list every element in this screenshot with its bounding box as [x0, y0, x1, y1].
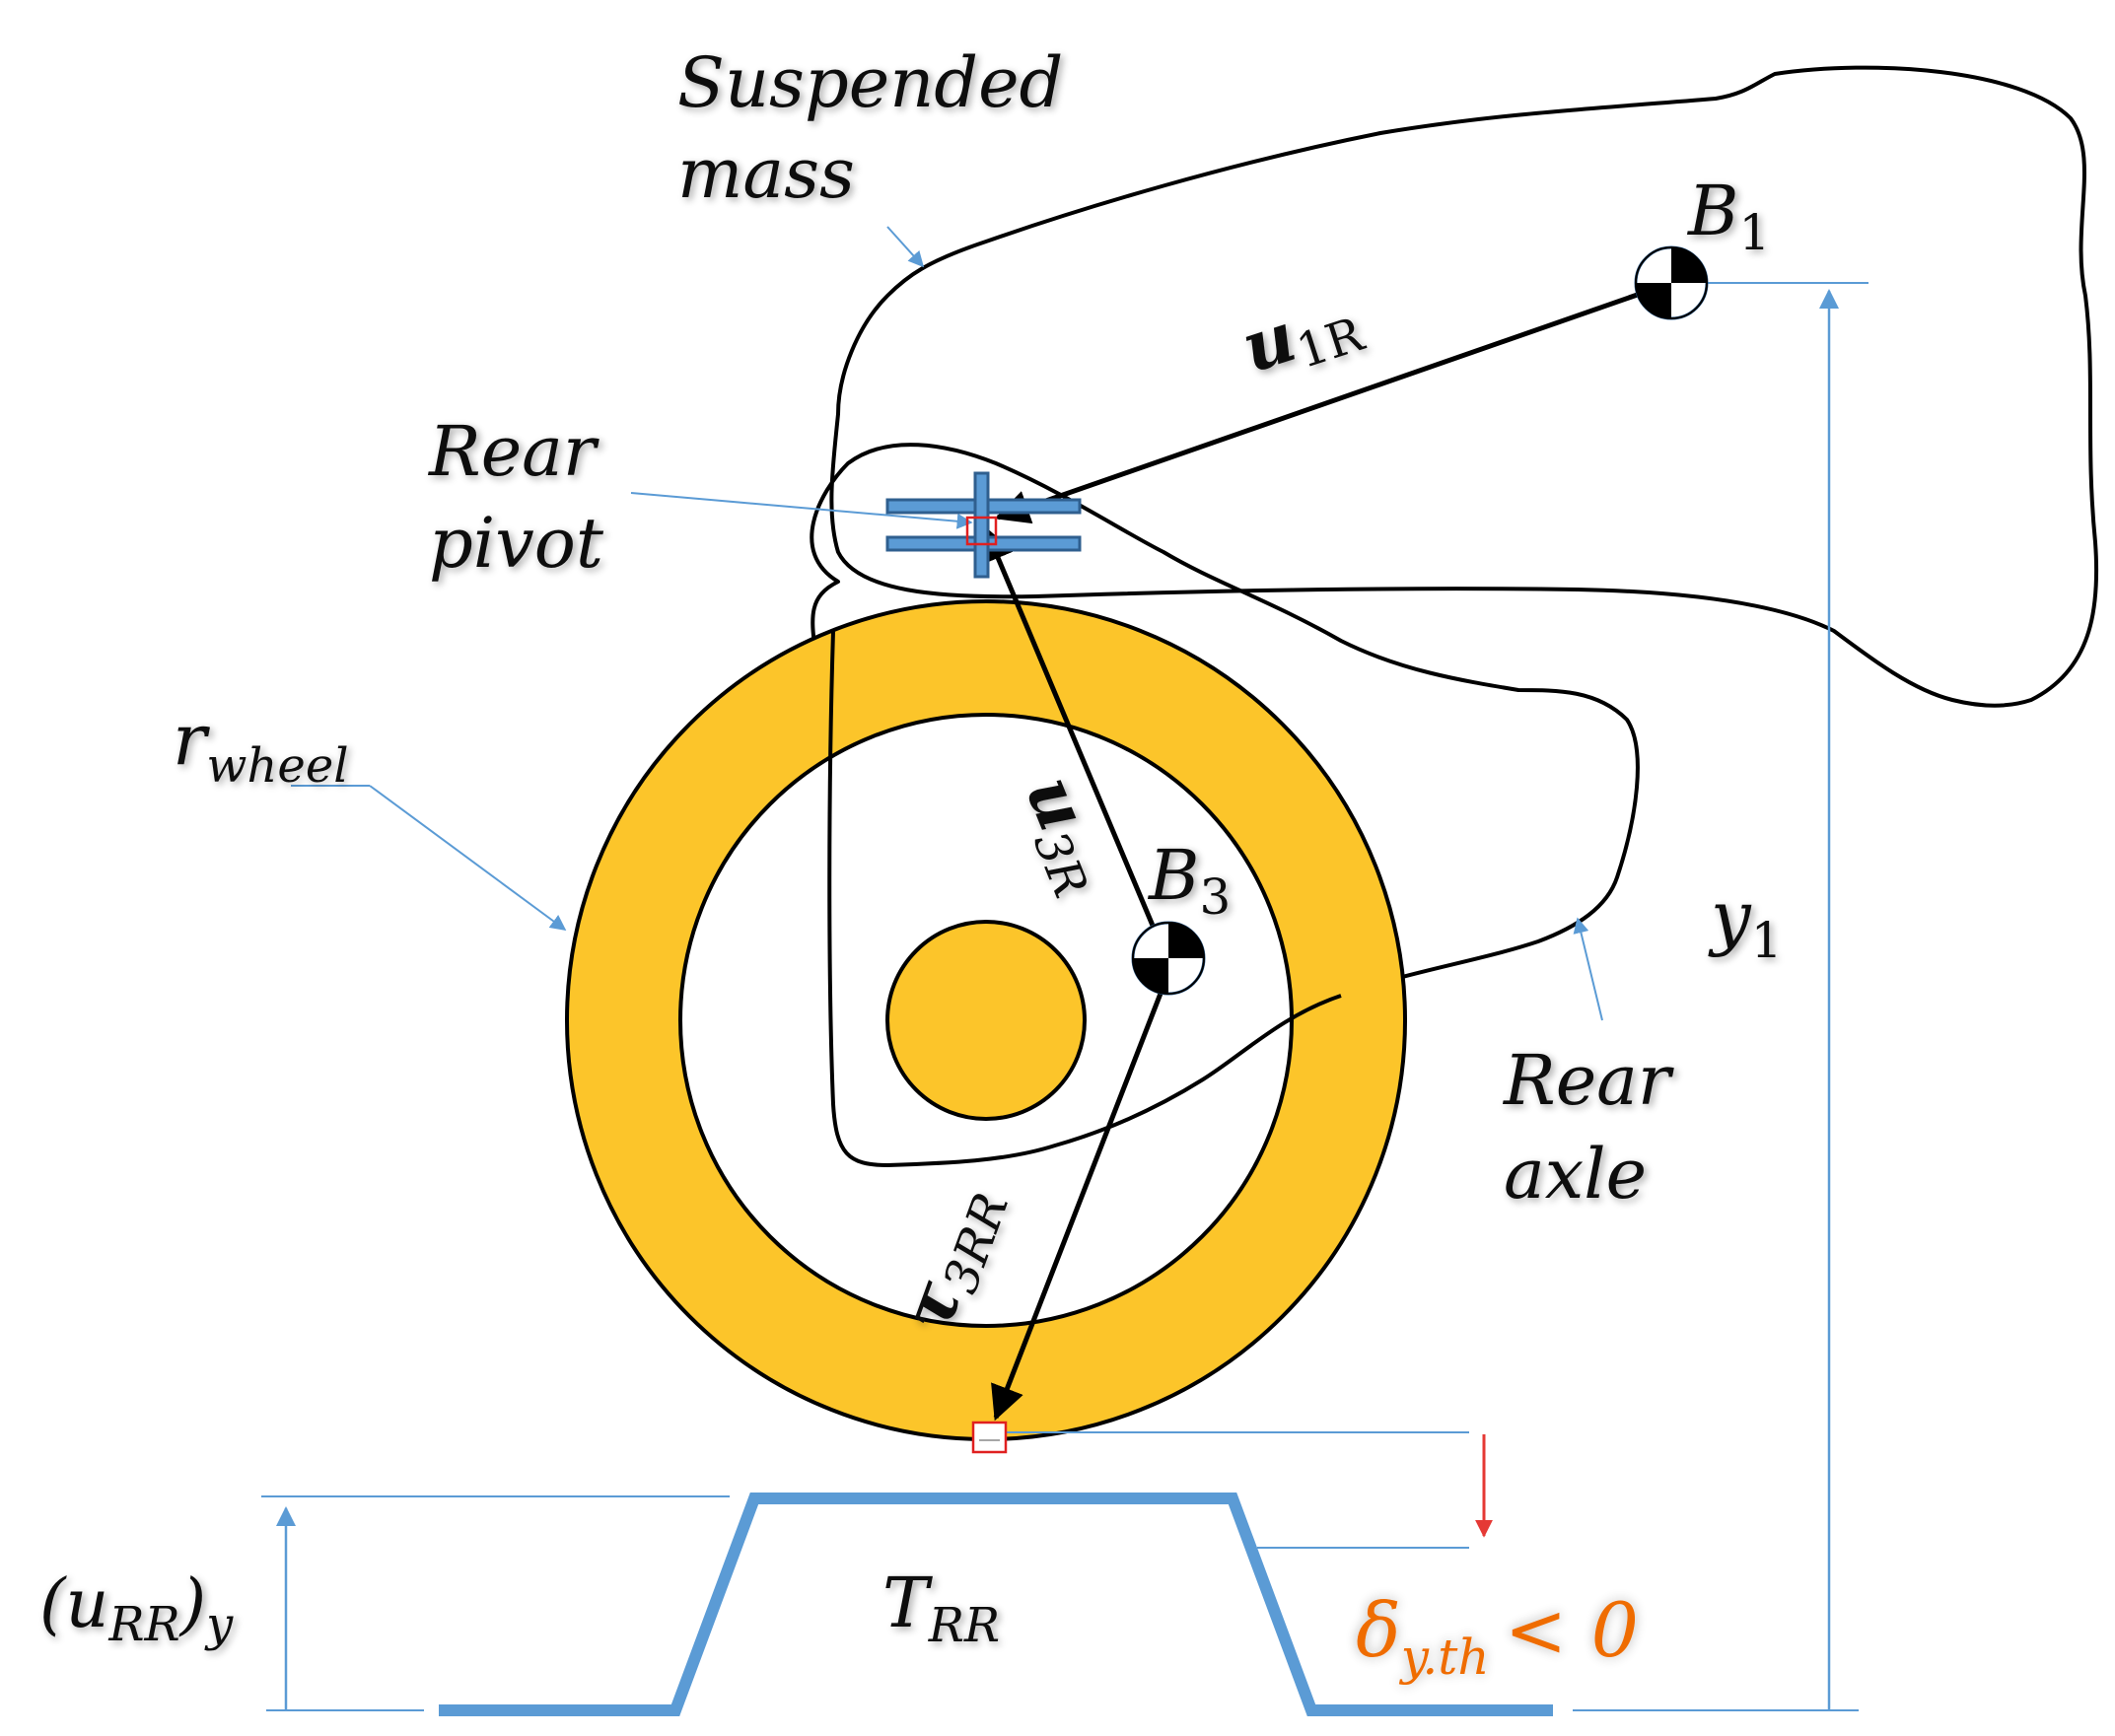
bump-profile — [439, 1493, 1553, 1716]
center-of-mass-icon — [1634, 245, 1709, 320]
suspended-mass-label-line1: Suspended — [677, 42, 1063, 123]
contact-point-marker — [971, 1421, 1008, 1454]
axle-arm-outline — [827, 630, 1342, 1168]
trr-label: TRR — [882, 1562, 1000, 1653]
center-of-mass-icon — [1131, 921, 1206, 996]
u1r-label: u1R — [1233, 274, 1372, 395]
chassis-outline — [829, 65, 2099, 708]
b3-label: B3 — [1147, 835, 1231, 926]
u1r-vector — [994, 280, 1672, 524]
rear-axle-label-line2: axle — [1504, 1134, 1647, 1215]
suspended-mass-leader — [886, 226, 925, 268]
b1-label: B1 — [1686, 171, 1770, 261]
threshold-label: δy.th < 0 — [1356, 1586, 1639, 1686]
tau3rr-vector — [991, 985, 1166, 1422]
r-wheel-leader — [369, 785, 567, 931]
rear-axle-leader — [1573, 917, 1603, 1021]
rear-pivot-leader — [630, 492, 973, 529]
u3r-vector — [982, 525, 1166, 952]
suspended-mass-label-line2: mass — [677, 133, 855, 214]
pivot-cross-icon — [885, 471, 1082, 579]
wheel-hub — [885, 920, 1087, 1121]
rear-pivot-label-line2: pivot — [429, 503, 604, 584]
rear-pivot-label-line1: Rear — [427, 411, 599, 492]
urr-y-label: (uRR)y — [39, 1565, 234, 1652]
rear-axle-label-line1: Rear — [1502, 1040, 1674, 1121]
r-wheel-label: rwheel — [173, 698, 349, 794]
y1-label: y1 — [1708, 875, 1783, 969]
